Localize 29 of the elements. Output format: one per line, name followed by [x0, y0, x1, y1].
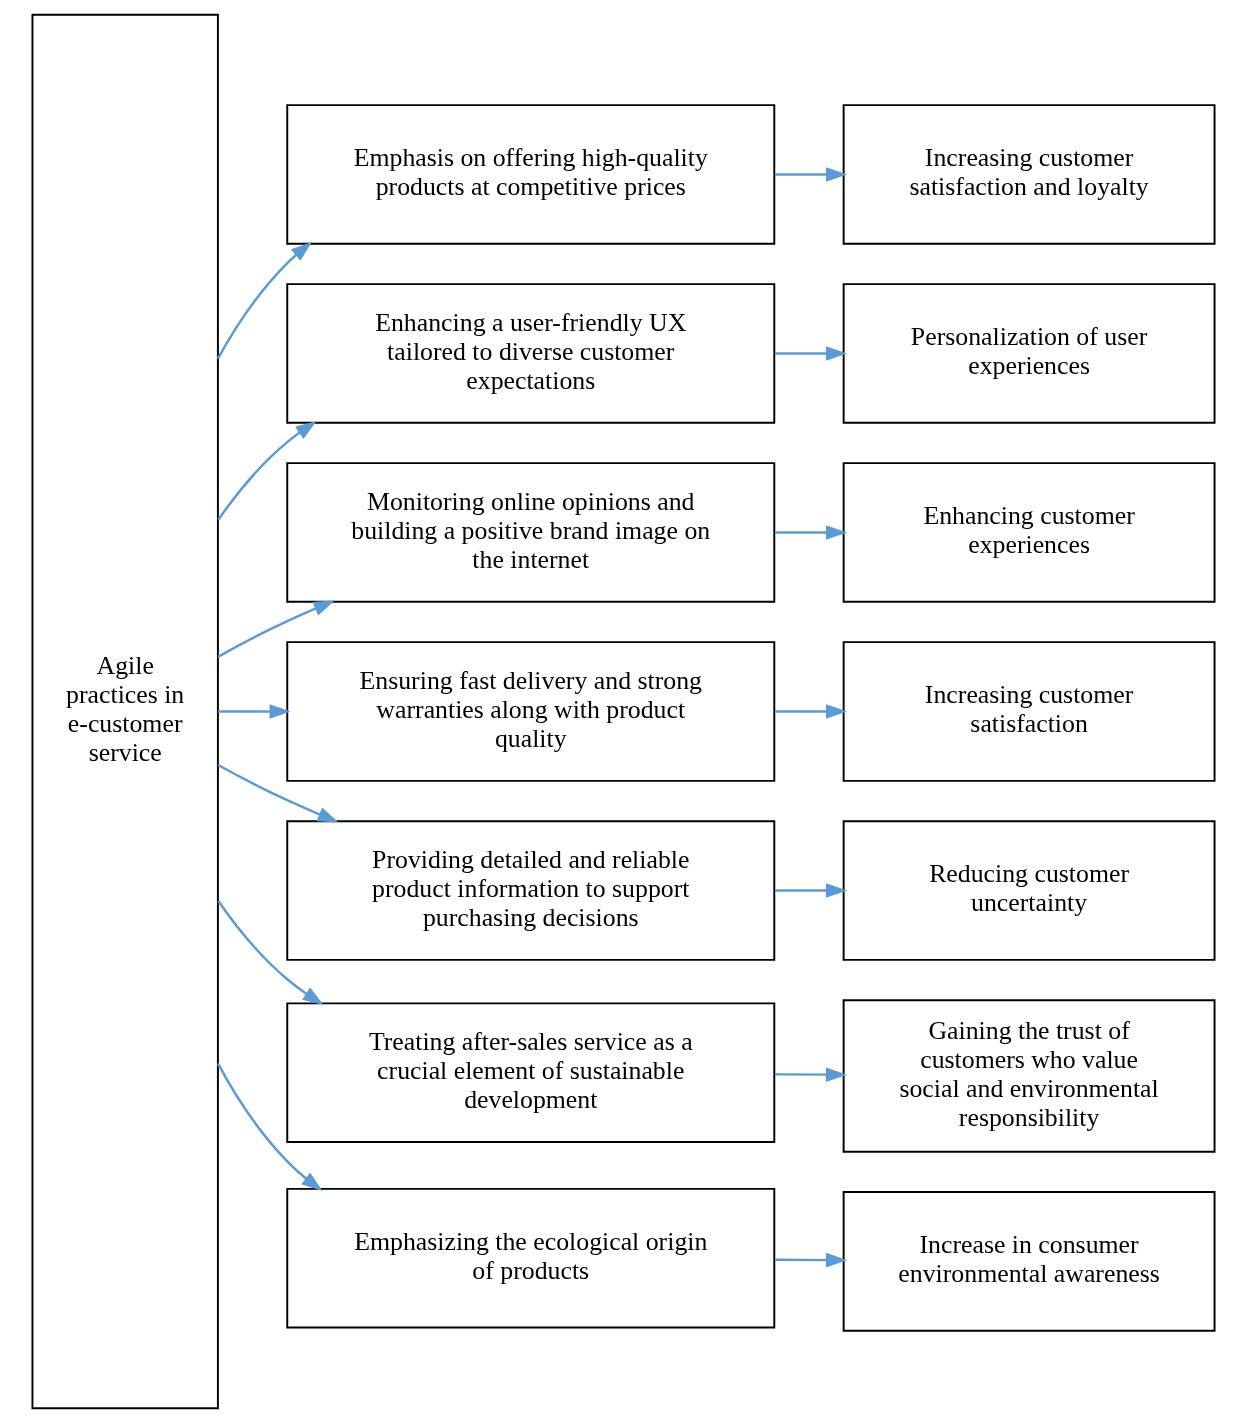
node-box: Personalization of user experiences — [842, 283, 1215, 424]
arrow — [216, 241, 312, 360]
node-box: Reducing customer uncertainty — [842, 820, 1215, 961]
arrow — [774, 525, 847, 540]
node-box: Emphasis on offering high-quality products at competitive prices — [285, 104, 775, 245]
node-box: Gaining the trust of customers who value social and environmental responsibility — [842, 999, 1215, 1153]
node-box: Enhancing customer experiences — [842, 462, 1215, 603]
node-box: Increasing customer satisfaction — [842, 641, 1215, 782]
node-box: Treating after-sales service as a crucial element of sustainable development — [285, 1002, 775, 1144]
node-box: Emphasizing the ecological origin of products — [285, 1187, 775, 1329]
node-box: Increasing customer satisfaction and loyalty — [842, 104, 1215, 245]
arrow — [216, 421, 317, 521]
arrow — [774, 1067, 847, 1082]
node-box: Agile practices in e-customer service — [31, 13, 219, 1410]
node-box: Providing detailed and reliable product information to support purchasing decisions — [285, 820, 775, 961]
node-box: Enhancing a user-friendly UX tailored to diverse customer expectations — [285, 283, 775, 424]
arrow — [774, 346, 847, 361]
arrow — [774, 883, 847, 898]
arrow — [216, 900, 324, 1006]
arrow — [217, 704, 291, 719]
arrow — [216, 600, 335, 658]
node-box: Monitoring online opinions and building a positive brand image on the internet — [285, 462, 775, 603]
arrow — [216, 1063, 322, 1191]
arrow — [217, 763, 339, 823]
arrow — [774, 704, 847, 719]
node-box: Increase in consumer environmental awareness — [842, 1191, 1215, 1332]
arrow — [774, 1252, 847, 1268]
node-box: Ensuring fast delivery and strong warranties along with product quality — [285, 641, 775, 782]
arrow — [774, 167, 847, 182]
